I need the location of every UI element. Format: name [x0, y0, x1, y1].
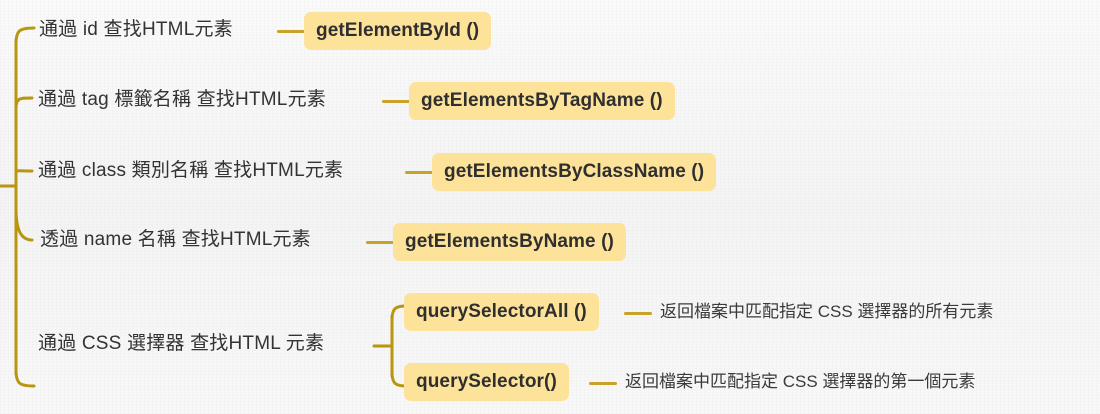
method-badge-query-selector[interactable]: querySelector() [404, 363, 569, 401]
method-badge-get-elements-by-name[interactable]: getElementsByName () [393, 223, 626, 261]
branch-label-by-name: 透過 name 名稱 查找HTML元素 [40, 229, 311, 250]
method-badge-get-elements-by-class-name[interactable]: getElementsByClassName () [432, 153, 717, 191]
branch-label-by-css-selector: 通過 CSS 選擇器 查找HTML 元素 [38, 333, 325, 354]
css-selector-sub-brace [372, 304, 408, 388]
method-badge-query-selector-all[interactable]: querySelectorAll () [404, 293, 599, 331]
connector-query-selector-all [624, 312, 652, 315]
connector-by-class-name [405, 171, 433, 174]
branch-label-by-tag-name: 通過 tag 標籤名稱 查找HTML元素 [38, 89, 326, 110]
description-query-selector-all: 返回檔案中匹配指定 CSS 選擇器的所有元素 [660, 302, 994, 321]
description-query-selector: 返回檔案中匹配指定 CSS 選擇器的第一個元素 [625, 372, 976, 391]
method-badge-get-element-by-id[interactable]: getElementById () [304, 12, 492, 50]
branch-label-by-id: 通過 id 查找HTML元素 [39, 19, 233, 40]
branch-label-by-class-name: 通過 class 類別名稱 查找HTML元素 [38, 160, 344, 181]
connector-by-id [277, 30, 305, 33]
connector-query-selector [589, 382, 617, 385]
connector-by-tag-name [382, 100, 410, 103]
connector-by-name [366, 241, 394, 244]
method-badge-get-elements-by-tag-name[interactable]: getElementsByTagName () [409, 82, 675, 120]
